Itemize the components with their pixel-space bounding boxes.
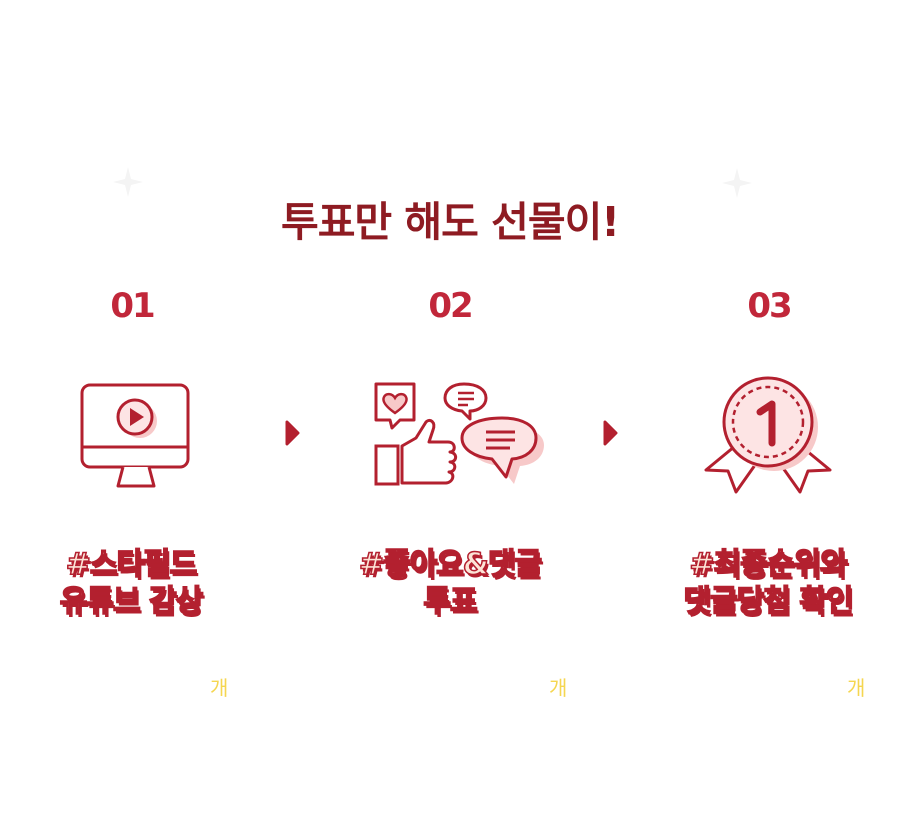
page-title: 투표만 해도 선물이! [280, 198, 620, 246]
caption-line: 댓글당첨 확인 [683, 583, 855, 620]
medal-first-place-icon [704, 376, 832, 494]
step-caption-2: #좋아요&댓글 투표 [320, 546, 580, 620]
count-unit-1: 개 [210, 676, 229, 700]
caption-line: #최종순위와 [689, 546, 849, 583]
chevron-right-icon [603, 420, 618, 446]
step-caption-3: #최종순위와 댓글당첨 확인 [638, 546, 898, 620]
step-number-1: 01 [110, 286, 155, 326]
step-number-3: 03 [747, 286, 792, 326]
caption-line: 투표 [423, 583, 479, 620]
chevron-right-icon [285, 420, 300, 446]
like-comment-icon [374, 382, 544, 486]
caption-line: #좋아요&댓글 [358, 546, 543, 583]
count-unit-3: 개 [847, 676, 866, 700]
step-number-2: 02 [428, 286, 473, 326]
step-caption-1: #스타필드 유튜브 감상 [1, 546, 261, 620]
caption-line: #스타필드 [65, 546, 198, 583]
monitor-play-icon [80, 383, 190, 488]
caption-line: 유튜브 감상 [59, 583, 204, 620]
sparkle-icon-right [722, 168, 752, 198]
sparkle-icon-left [113, 167, 143, 197]
count-unit-2: 개 [549, 676, 568, 700]
